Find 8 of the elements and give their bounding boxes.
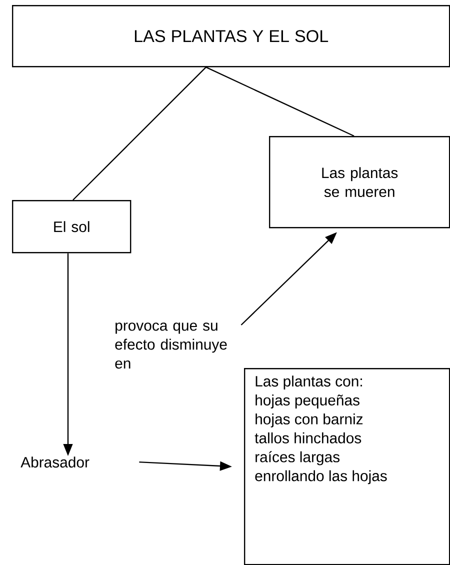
concept-text: Abrasador xyxy=(20,456,90,468)
connector-line xyxy=(206,66,354,137)
concept-box: Las plantas se mueren xyxy=(268,136,450,228)
connector-line xyxy=(72,66,206,200)
concept-box: El sol xyxy=(12,200,132,254)
linking-text: provoca que su efecto disminuye en xyxy=(115,322,227,369)
title-box: LAS PLANTAS Y EL SOL xyxy=(12,5,450,68)
list-box: Las plantas con: hojas pequeñas hojas con barniz tallos hinchados raíces largas enrollando las hojas xyxy=(244,368,450,565)
